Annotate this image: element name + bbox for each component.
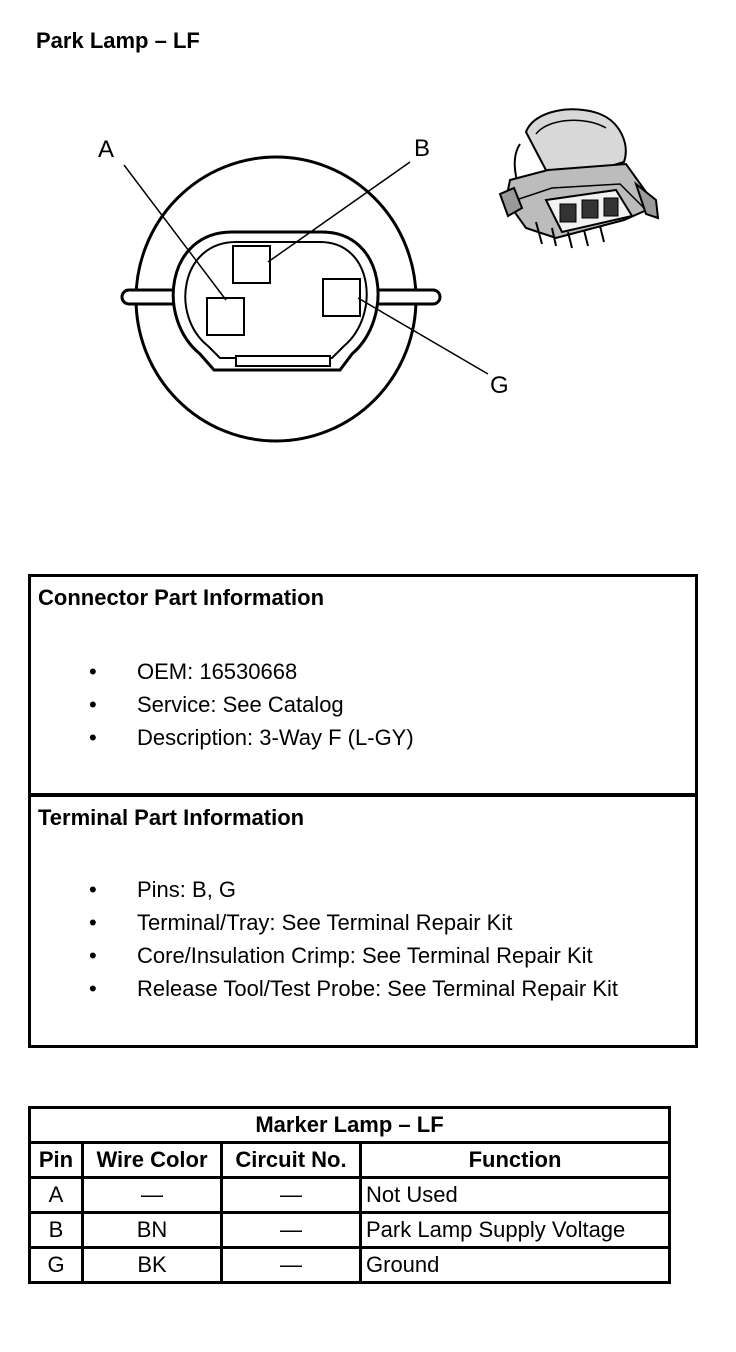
label-g: G bbox=[490, 372, 509, 399]
connector-cavity-inner bbox=[184, 241, 368, 359]
connector-part-info-heading: Connector Part Information bbox=[38, 585, 325, 610]
label-b: B bbox=[414, 135, 430, 162]
table-row: B BN — Park Lamp Supply Voltage bbox=[28, 1211, 671, 1249]
list-item-text: Core/Insulation Crimp: See Terminal Repa… bbox=[137, 943, 593, 968]
label-a: A bbox=[98, 136, 114, 163]
page-title: Park Lamp – LF bbox=[36, 28, 200, 53]
pin-cavity-a bbox=[206, 297, 245, 336]
table-header-row: Pin Wire Color Circuit No. Function bbox=[28, 1141, 671, 1179]
bullet: • bbox=[89, 943, 97, 968]
table-caption: Marker Lamp – LF bbox=[28, 1106, 671, 1144]
cell-wire-color: BN bbox=[81, 1211, 223, 1249]
pin-cavity-b bbox=[232, 245, 271, 284]
table-caption-row: Marker Lamp – LF bbox=[28, 1106, 671, 1144]
cell-circuit-no: — bbox=[220, 1176, 362, 1214]
list-item-text: Description: 3-Way F (L-GY) bbox=[137, 725, 414, 750]
list-item: • OEM: 16530668 bbox=[31, 655, 414, 688]
list-item: • Core/Insulation Crimp: See Terminal Rep… bbox=[31, 939, 618, 972]
column-header-wire-color: Wire Color bbox=[81, 1141, 223, 1179]
pin-table: Marker Lamp – LF Pin Wire Color Circuit … bbox=[28, 1106, 671, 1284]
list-item-text: OEM: 16530668 bbox=[137, 659, 298, 684]
bullet: • bbox=[89, 910, 97, 935]
table-row: G BK — Ground bbox=[28, 1246, 671, 1284]
column-header-circuit-no: Circuit No. bbox=[220, 1141, 362, 1179]
cell-circuit-no: — bbox=[220, 1211, 362, 1249]
bullet: • bbox=[89, 659, 97, 684]
list-item: • Pins: B, G bbox=[31, 873, 618, 906]
cell-wire-color: BK bbox=[81, 1246, 223, 1284]
list-item: • Release Tool/Test Probe: See Terminal R… bbox=[31, 972, 618, 1005]
leader-line-b bbox=[267, 161, 411, 263]
bullet: • bbox=[89, 877, 97, 902]
list-item-text: Terminal/Tray: See Terminal Repair Kit bbox=[137, 910, 513, 935]
terminal-part-info-box: Terminal Part Information • Pins: B, G • T… bbox=[28, 794, 698, 1048]
terminal-part-info-heading: Terminal Part Information bbox=[38, 805, 305, 830]
leader-line-a bbox=[123, 164, 227, 301]
list-item: • Service: See Catalog bbox=[31, 688, 414, 721]
list-item-text: Release Tool/Test Probe: See Terminal Re… bbox=[137, 976, 618, 1001]
bullet: • bbox=[89, 725, 97, 750]
list-item: • Terminal/Tray: See Terminal Repair Kit bbox=[31, 906, 618, 939]
pin-cavity-g bbox=[322, 278, 361, 317]
connector-face-diagram: A B G bbox=[98, 135, 509, 443]
cell-pin: A bbox=[28, 1176, 84, 1214]
column-header-function: Function bbox=[359, 1141, 671, 1179]
table-row: A — — Not Used bbox=[28, 1176, 671, 1214]
connector-part-info-list: • OEM: 16530668 • Service: See Catalog • De… bbox=[31, 655, 414, 754]
cell-pin: B bbox=[28, 1211, 84, 1249]
bullet: • bbox=[89, 976, 97, 1001]
leader-line-g bbox=[357, 297, 489, 375]
cell-pin: G bbox=[28, 1246, 84, 1284]
bullet: • bbox=[89, 692, 97, 717]
list-item-text: Pins: B, G bbox=[137, 877, 237, 902]
list-item-text: Service: See Catalog bbox=[137, 692, 344, 717]
column-header-pin: Pin bbox=[28, 1141, 84, 1179]
cell-function: Not Used bbox=[359, 1176, 671, 1214]
connector-key-slot bbox=[235, 355, 331, 367]
cell-circuit-no: — bbox=[220, 1246, 362, 1284]
cell-function: Ground bbox=[359, 1246, 671, 1284]
connector-photo bbox=[498, 108, 660, 249]
cell-wire-color: — bbox=[81, 1176, 223, 1214]
list-item: • Description: 3-Way F (L-GY) bbox=[31, 721, 414, 754]
cell-function: Park Lamp Supply Voltage bbox=[359, 1211, 671, 1249]
connector-part-info-box: Connector Part Information • OEM: 1653066… bbox=[28, 574, 698, 796]
terminal-part-info-list: • Pins: B, G • Terminal/Tray: See Terminal… bbox=[31, 873, 618, 1005]
